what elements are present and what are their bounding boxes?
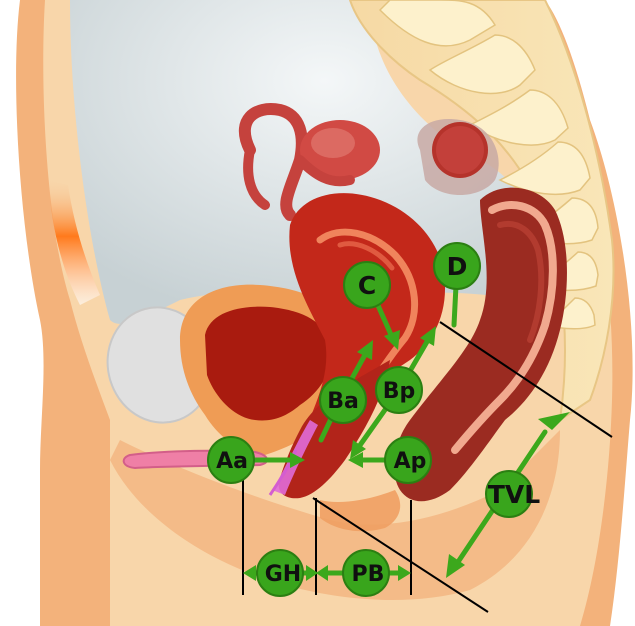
label-gh: GH [257, 550, 303, 596]
label-tvl-text: TVL [488, 480, 540, 509]
label-bp-text: Bp [383, 379, 416, 404]
label-c: C [344, 262, 390, 308]
label-ap-text: Ap [394, 449, 427, 474]
label-pb-text: PB [352, 562, 385, 587]
label-bp: Bp [376, 367, 422, 413]
label-c-text: C [358, 271, 376, 300]
label-ba: Ba [320, 377, 366, 423]
label-gh-text: GH [265, 562, 301, 587]
label-aa: Aa [208, 437, 254, 483]
label-d: D [434, 243, 480, 289]
label-aa-text: Aa [216, 449, 248, 474]
label-pb: PB [343, 550, 389, 596]
label-ba-text: Ba [327, 389, 359, 414]
label-d-text: D [447, 252, 468, 281]
label-ap: Ap [385, 437, 431, 483]
